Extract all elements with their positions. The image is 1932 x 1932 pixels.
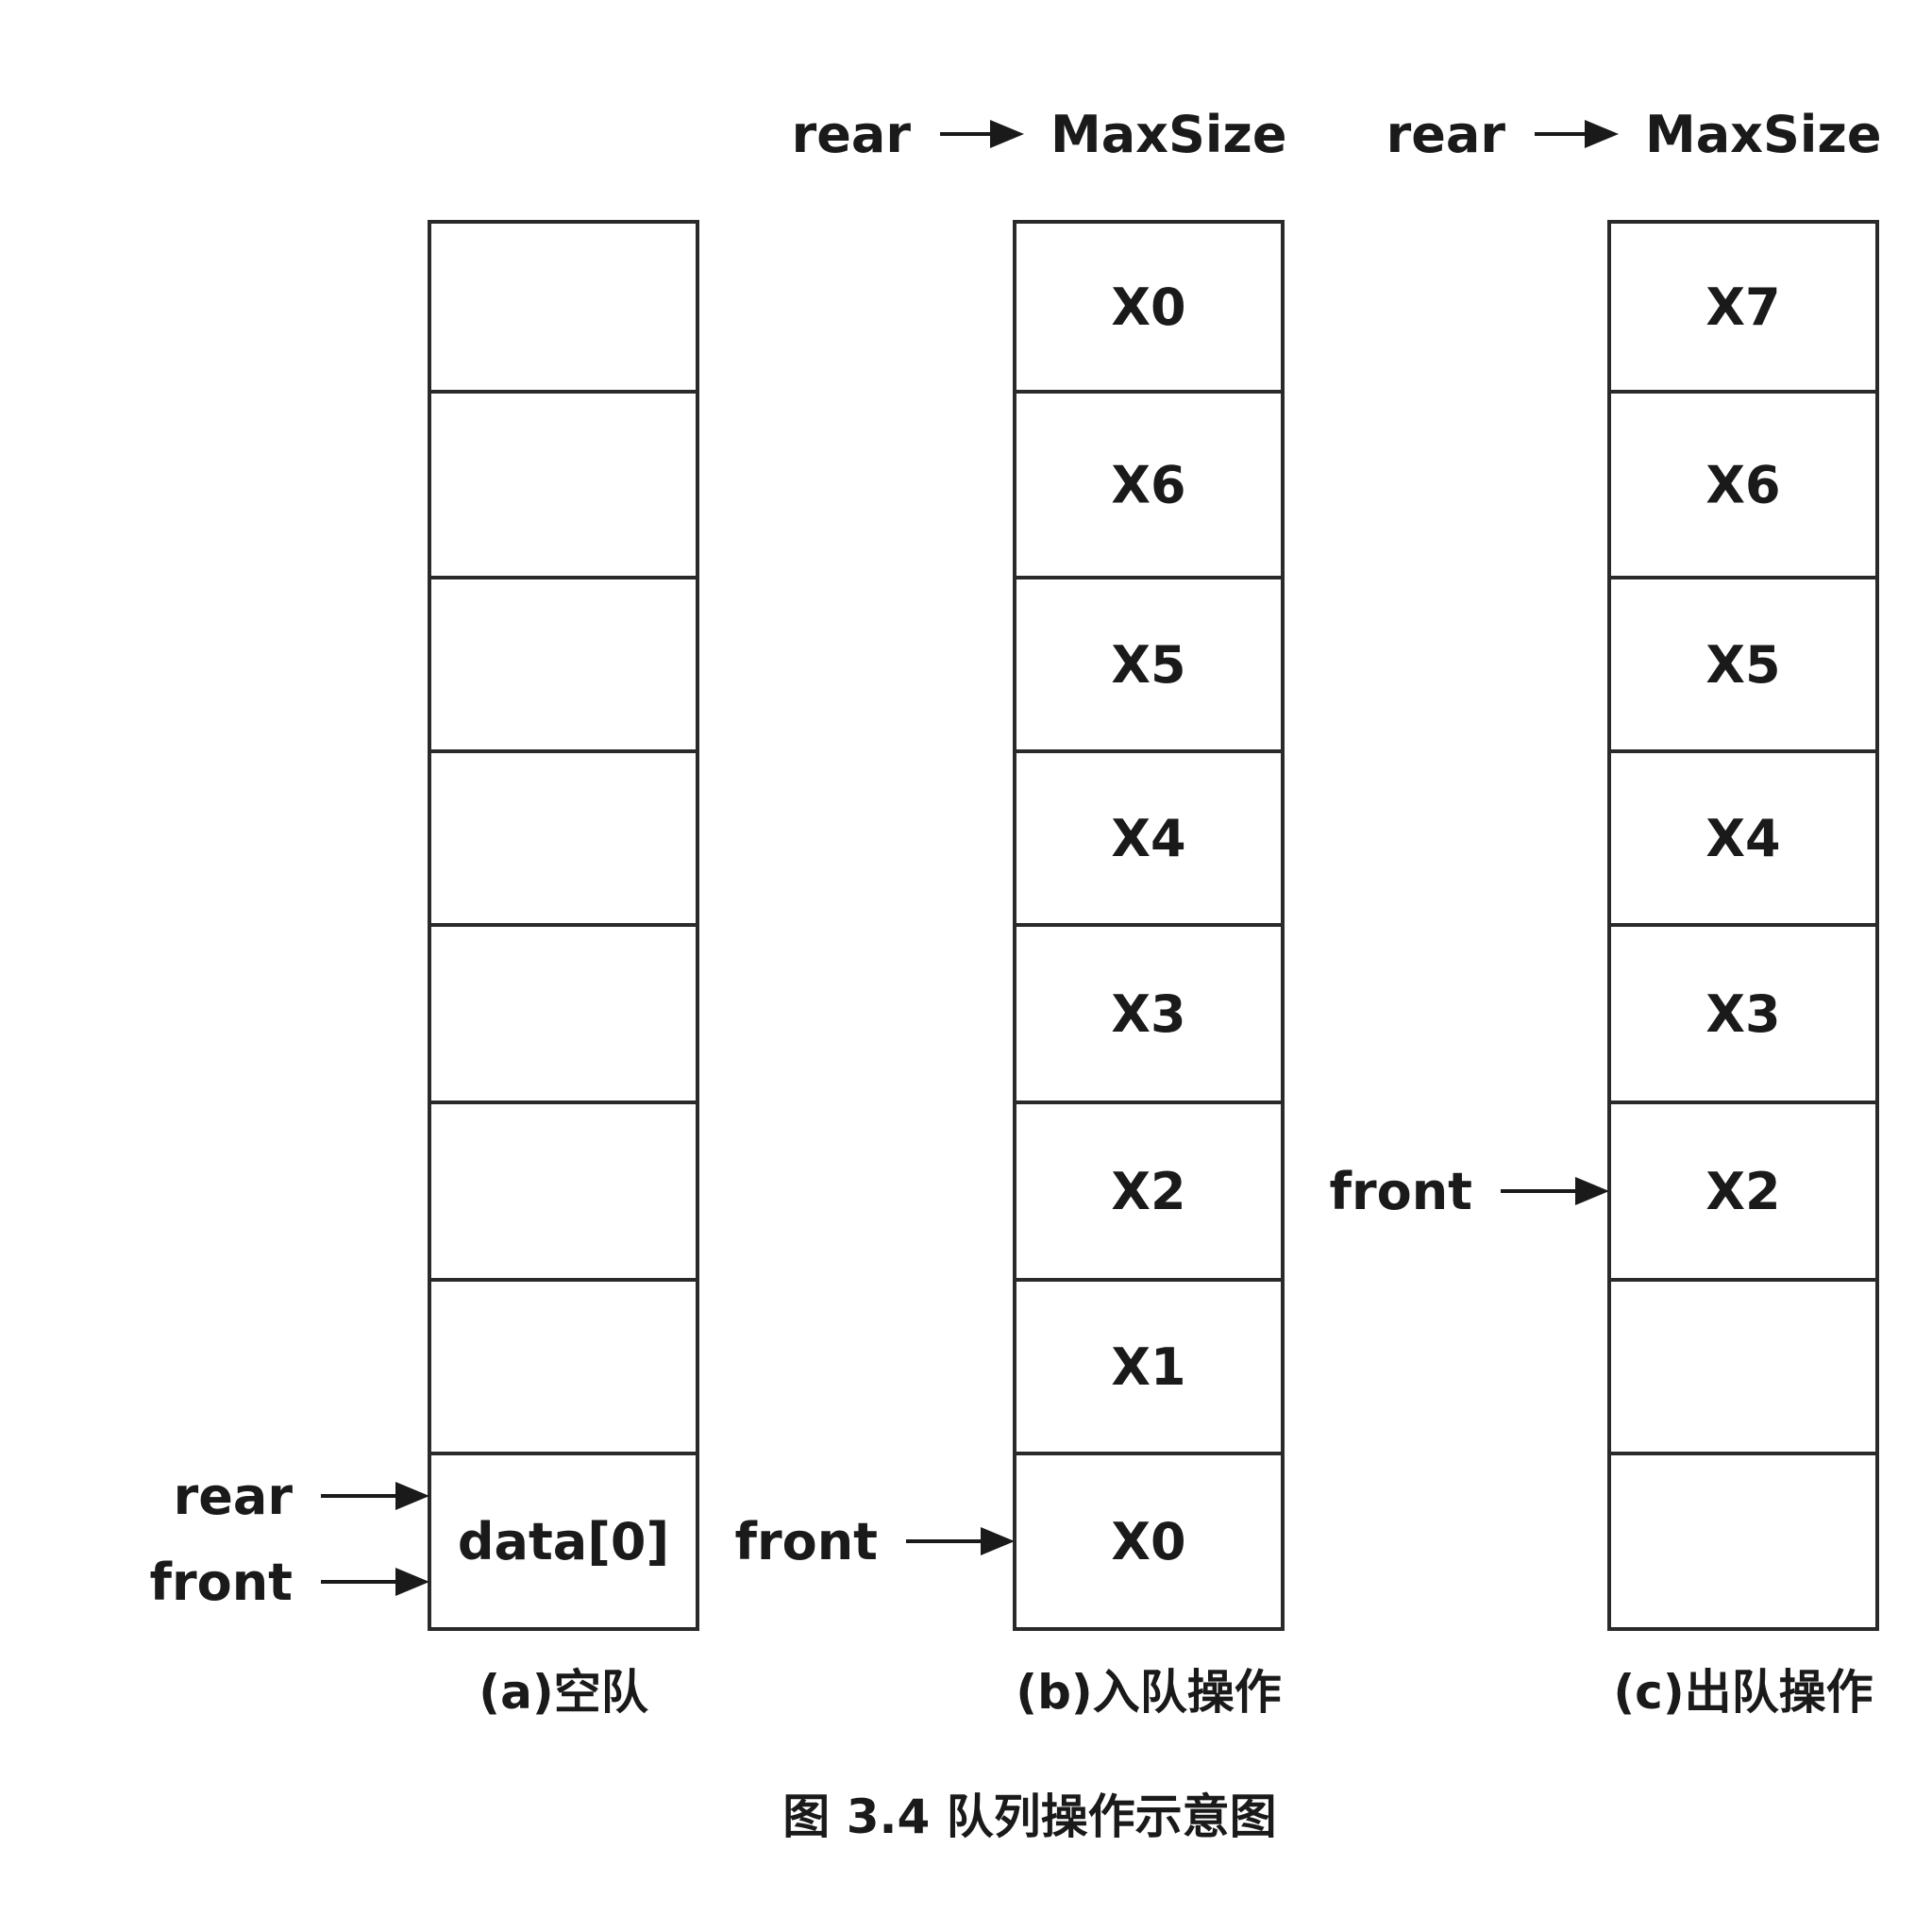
cell-label: data[0] bbox=[458, 1512, 669, 1571]
queue-a-cell-6 bbox=[428, 1278, 699, 1455]
queue-a-cell-5 bbox=[428, 1100, 699, 1282]
cell-label: X2 bbox=[1705, 1162, 1780, 1221]
queue-c-cell-5: X2 bbox=[1607, 1100, 1879, 1282]
cell-label: X3 bbox=[1111, 984, 1185, 1044]
front-pointer-label: front bbox=[150, 1553, 293, 1612]
queue-b-caption: (b)入队操作 bbox=[1016, 1665, 1282, 1720]
queue-c-cell-7 bbox=[1607, 1452, 1879, 1631]
cell-label: X6 bbox=[1705, 456, 1780, 515]
front-pointer-label: front bbox=[735, 1512, 878, 1571]
queue-a-caption: (a)空队 bbox=[479, 1665, 648, 1720]
queue-b-cell-3: X4 bbox=[1013, 749, 1285, 927]
cell-label: X4 bbox=[1705, 809, 1780, 868]
queue-b-cell-1: X6 bbox=[1013, 390, 1285, 580]
queue-a-cell-0 bbox=[428, 220, 699, 394]
cell-label: X3 bbox=[1705, 984, 1780, 1044]
queue-c-cell-0: X7 bbox=[1607, 220, 1879, 394]
cell-label: X4 bbox=[1111, 809, 1185, 868]
cell-label: X7 bbox=[1705, 277, 1780, 337]
rear-pointer-label: rear bbox=[1386, 105, 1506, 164]
rear-arrow bbox=[1535, 120, 1619, 148]
queue-b-cell-5: X2 bbox=[1013, 1100, 1285, 1282]
maxsize-label: MaxSize bbox=[1645, 105, 1881, 164]
rear-arrow bbox=[321, 1482, 429, 1510]
queue-a-cell-4 bbox=[428, 923, 699, 1104]
rear-pointer-label: rear bbox=[174, 1467, 294, 1526]
queue-b-cell-2: X5 bbox=[1013, 576, 1285, 753]
queue-b-cell-0: X0 bbox=[1013, 220, 1285, 394]
maxsize-label: MaxSize bbox=[1050, 105, 1286, 164]
queue-c-pointer-front: front bbox=[1330, 1162, 1609, 1221]
queue-b-cell-7: X0 bbox=[1013, 1452, 1285, 1631]
cell-label: X1 bbox=[1111, 1337, 1185, 1397]
rear-pointer-label: rear bbox=[792, 105, 912, 164]
front-arrow bbox=[1501, 1177, 1609, 1205]
queue-b-cell-6: X1 bbox=[1013, 1278, 1285, 1455]
cell-label: X6 bbox=[1111, 456, 1185, 515]
queue-b-cell-4: X3 bbox=[1013, 923, 1285, 1104]
cell-label: X5 bbox=[1111, 635, 1185, 695]
front-arrow bbox=[321, 1568, 429, 1596]
cell-label: X0 bbox=[1111, 1512, 1185, 1571]
queue-b-pointer-front: front bbox=[735, 1512, 1015, 1571]
front-arrow bbox=[906, 1527, 1015, 1555]
queue-c-cell-4: X3 bbox=[1607, 923, 1879, 1104]
cell-label: X5 bbox=[1705, 635, 1780, 695]
queue-c-cell-6 bbox=[1607, 1278, 1879, 1455]
queue-a-cell-7: data[0] bbox=[428, 1452, 699, 1631]
queue-a: data[0] rear front (a)空队 bbox=[150, 220, 699, 1720]
queue-a-pointer-front: front bbox=[150, 1553, 429, 1612]
queue-a-pointer-rear: rear bbox=[174, 1467, 429, 1526]
cell-label: X0 bbox=[1111, 277, 1185, 337]
front-pointer-label: front bbox=[1330, 1162, 1472, 1221]
queue-c-cell-3: X4 bbox=[1607, 749, 1879, 927]
queue-a-cell-3 bbox=[428, 749, 699, 927]
queue-b-rear-maxsize: rear MaxSize bbox=[792, 105, 1287, 164]
queue-c-cell-1: X6 bbox=[1607, 390, 1879, 580]
queue-c-cell-2: X5 bbox=[1607, 576, 1879, 753]
rear-arrow bbox=[940, 120, 1024, 148]
queue-c-rear-maxsize: rear MaxSize bbox=[1386, 105, 1882, 164]
cell-label: X2 bbox=[1111, 1162, 1185, 1221]
queue-a-cell-1 bbox=[428, 390, 699, 580]
queue-c-caption: (c)出队操作 bbox=[1613, 1665, 1873, 1720]
figure-caption: 图 3.4 队列操作示意图 bbox=[782, 1789, 1276, 1844]
queues-layer: data[0]rearfront(a)空队X0X6X5X4X3X2X1X0rea… bbox=[150, 105, 1882, 1720]
queue-a-cell-2 bbox=[428, 576, 699, 753]
